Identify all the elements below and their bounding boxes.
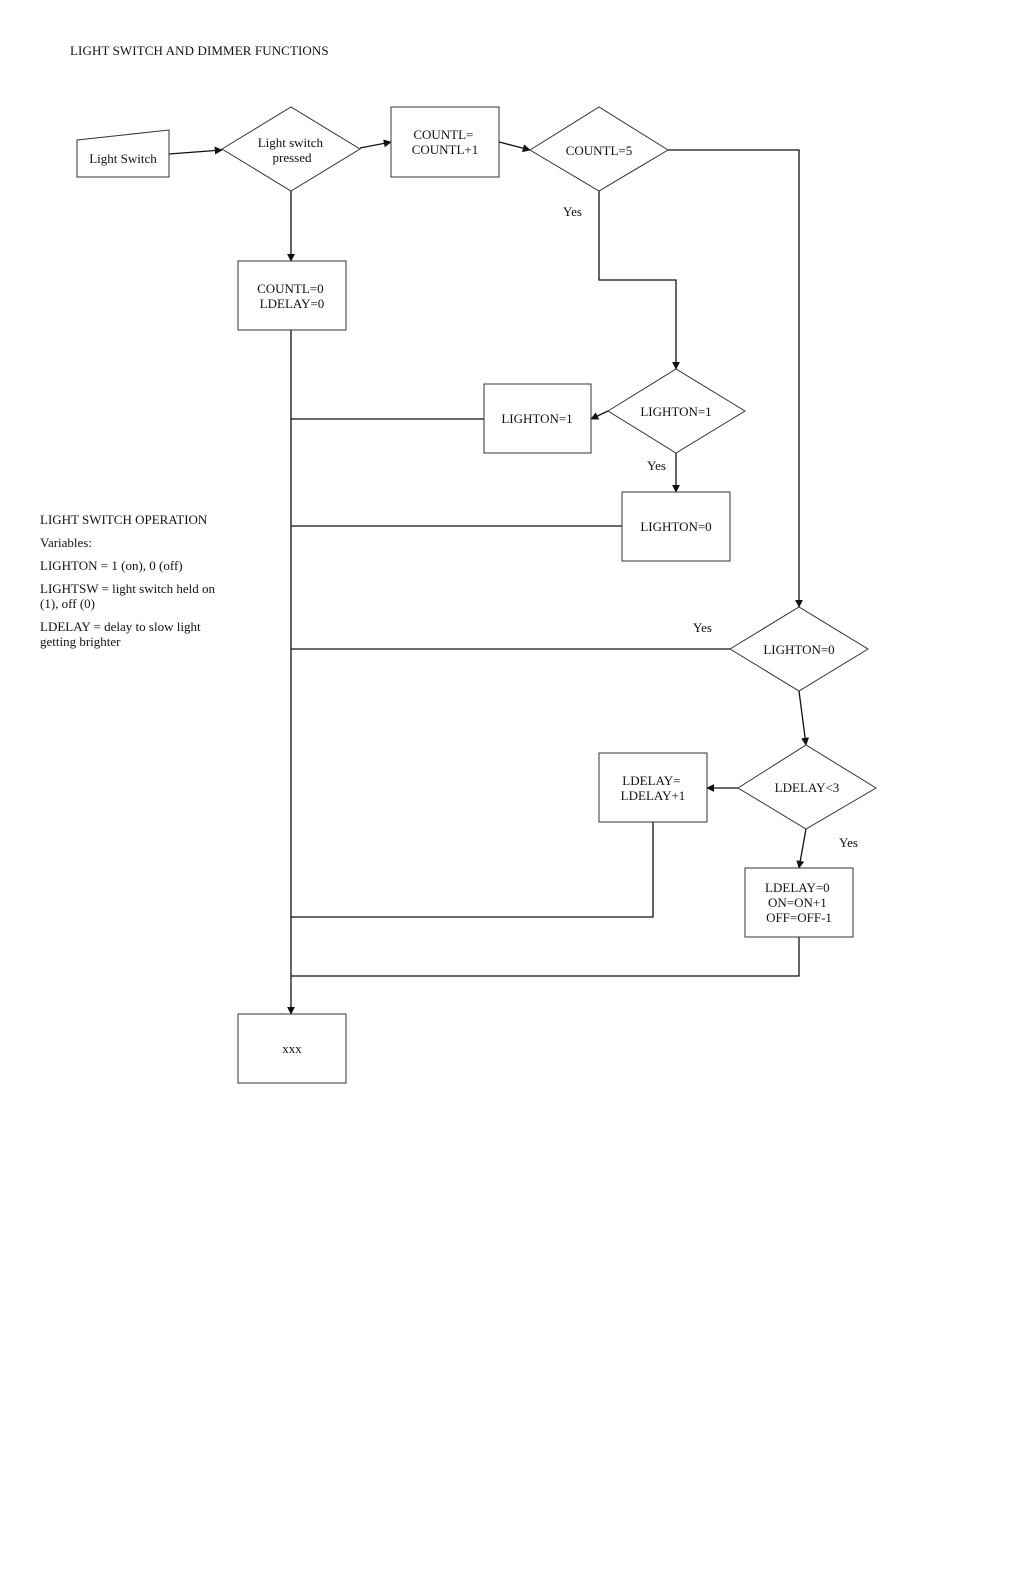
- process-box: [390, 106, 500, 178]
- svg-text:LIGHTON=0: LIGHTON=0: [640, 519, 711, 534]
- connector-switch-to-pressed: [168, 146, 223, 155]
- node-label-line: pressed: [273, 150, 312, 165]
- process-set-lighton-0: LIGHTON=0: [621, 491, 731, 562]
- decision-lighton-eq-1: LIGHTON=1: [607, 368, 746, 454]
- decision-diamond: [607, 368, 746, 454]
- node-light-switch: Light Switch: [76, 129, 170, 178]
- process-box: [621, 491, 731, 562]
- svg-text:COUNTL=0 LDELAY=0: COUNTL=0 LDELAY=0: [257, 281, 327, 311]
- notes-lighton-definition: LIGHTON = 1 (on), 0 (off): [40, 558, 183, 573]
- yes-label-lighton-eq0: Yes: [693, 620, 712, 635]
- decision-lighton-eq-0: LIGHTON=0: [729, 606, 869, 692]
- process-reset-counters: COUNTL=0 LDELAY=0: [237, 260, 347, 331]
- process-countl-increment: COUNTL= COUNTL+1: [390, 106, 500, 178]
- node-label-line: COUNTL=5: [566, 143, 633, 158]
- node-label-line: LIGHTON=0: [640, 519, 711, 534]
- process-end-box: xxx: [237, 1013, 347, 1084]
- connector-increment-to-count5: [498, 141, 531, 153]
- svg-text:COUNTL= COUNTL+1: COUNTL= COUNTL+1: [412, 127, 479, 157]
- process-ldelay-increment: LDELAY= LDELAY+1: [598, 752, 708, 823]
- svg-text:Light Switch: Light Switch: [89, 151, 157, 166]
- process-box: [598, 752, 708, 823]
- node-label-line: COUNTL+1: [412, 142, 479, 157]
- node-label-line: LIGHTON=0: [763, 642, 834, 657]
- connector-pressed-to-increment: [359, 139, 392, 149]
- decision-diamond: [737, 744, 877, 830]
- node-label-line: COUNTL=0: [257, 281, 324, 296]
- svg-text:LIGHTON=1: LIGHTON=1: [501, 411, 572, 426]
- svg-text:Light switch pressed: Light switch pressed: [258, 135, 327, 165]
- notes-heading: LIGHT SWITCH OPERATION: [40, 512, 208, 527]
- node-label-line: LIGHTON=1: [501, 411, 572, 426]
- svg-text:COUNTL=5: COUNTL=5: [566, 143, 633, 158]
- node-label-line: LDELAY=: [622, 773, 680, 788]
- node-label-line: LIGHTON=1: [640, 404, 711, 419]
- svg-text:LIGHTON=1: LIGHTON=1: [640, 404, 711, 419]
- notes-ldelay-definition: LDELAY = delay to slow light getting bri…: [40, 619, 201, 649]
- node-label-line: Light switch: [258, 135, 324, 150]
- connector-lighton1-no-to-set1: [590, 410, 609, 420]
- node-label-line: Light Switch: [89, 151, 157, 166]
- node-label-line: ON=ON+1: [768, 895, 827, 910]
- node-label-line: xxx: [282, 1041, 302, 1056]
- process-box: [237, 260, 347, 331]
- connector-count5-no-to-lighton0: [668, 149, 803, 608]
- operation-notes: LIGHT SWITCH OPERATION Variables: LIGHTO…: [40, 512, 225, 657]
- notes-lightsw-definition: LIGHTSW = light switch held on (1), off …: [40, 581, 215, 611]
- connectors: [168, 139, 810, 1015]
- page-title: LIGHT SWITCH AND DIMMER FUNCTIONS: [70, 43, 329, 58]
- connector-count5-yes-to-lighton1: [598, 191, 680, 370]
- notes-variables-label: Variables:: [40, 535, 92, 550]
- connector-ldelay-yes-to-dim: [796, 828, 807, 869]
- decision-light-switch-pressed: Light switch pressed: [221, 106, 361, 192]
- process-ldelay-reset-dim: LDELAY=0 ON=ON+1 OFF=OFF-1: [744, 867, 854, 938]
- process-set-lighton-1: LIGHTON=1: [483, 383, 592, 454]
- node-label-line: COUNTL=: [413, 127, 473, 142]
- svg-text:LDELAY<3: LDELAY<3: [775, 780, 840, 795]
- yes-label-ldelay-lt3: Yes: [839, 835, 858, 850]
- node-label-line: OFF=OFF-1: [766, 910, 832, 925]
- svg-text:LDELAY= LDELAY+1: LDELAY= LDELAY+1: [621, 773, 686, 803]
- node-label-line: LDELAY=0: [260, 296, 325, 311]
- node-label-line: LDELAY+1: [621, 788, 686, 803]
- yes-label-countl-eq5: Yes: [563, 204, 582, 219]
- decision-countl-eq-5: COUNTL=5: [529, 106, 669, 192]
- decision-ldelay-lt-3: LDELAY<3: [737, 744, 877, 830]
- process-box: [744, 867, 854, 938]
- decision-diamond: [529, 106, 669, 192]
- decision-diamond: [729, 606, 869, 692]
- node-label-line: LDELAY<3: [775, 780, 840, 795]
- svg-text:LIGHTON=0: LIGHTON=0: [763, 642, 834, 657]
- svg-text:xxx: xxx: [282, 1041, 302, 1056]
- process-box: [237, 1013, 347, 1084]
- connector-ldelay-increment-to-trunk: [291, 822, 654, 918]
- svg-text:LDELAY=0 ON=ON+1 O: LDELAY=0 ON=ON+1 OFF=OFF-1: [765, 880, 833, 925]
- node-label-line: LDELAY=0: [765, 880, 830, 895]
- decision-diamond: [221, 106, 361, 192]
- process-box: [483, 383, 592, 454]
- manual-input-shape: [76, 129, 170, 178]
- yes-label-lighton-eq1: Yes: [647, 458, 666, 473]
- connector-lighton0-no-to-ldelay: [798, 690, 810, 746]
- connector-dim-to-trunk: [291, 937, 800, 977]
